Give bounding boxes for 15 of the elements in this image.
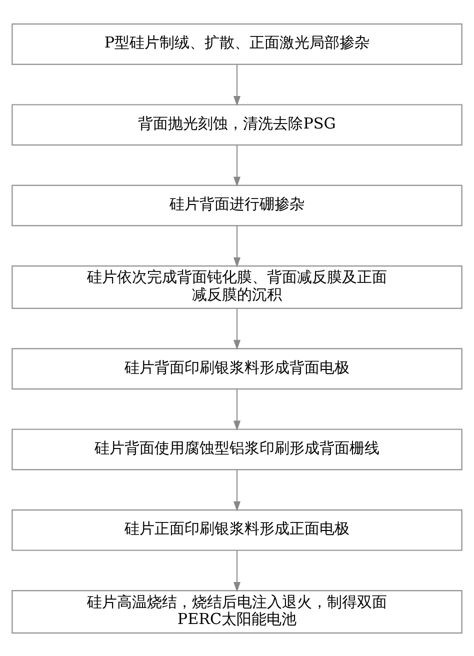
node-box: 背面抛光刻蚀，清洗去除PSG	[12, 104, 462, 146]
node-box: 硅片正面印刷银浆料形成正面电极	[12, 508, 462, 550]
node-box: P型硅片制绒、扩散、正面激光局部掺杂	[12, 22, 462, 64]
node-box: 硅片背面使用腐蚀型铝浆印刷形成背面栅线	[12, 428, 462, 470]
arrow	[233, 225, 241, 267]
node-box: 硅片高温烧结，烧结后电注入退火，制得双面PERC太阳能电池	[12, 590, 462, 634]
node-box: 硅片背面印刷银浆料形成背面电极	[12, 348, 462, 390]
arrow	[233, 64, 241, 106]
arrow	[233, 550, 241, 592]
node-box: 硅片背面进行硼掺杂	[12, 184, 462, 226]
arrow	[233, 469, 241, 511]
node-box: 硅片依次完成背面钝化膜、背面减反膜及正面减反膜的沉积	[12, 264, 462, 308]
arrow	[233, 308, 241, 350]
arrow	[233, 144, 241, 186]
arrow	[233, 388, 241, 430]
